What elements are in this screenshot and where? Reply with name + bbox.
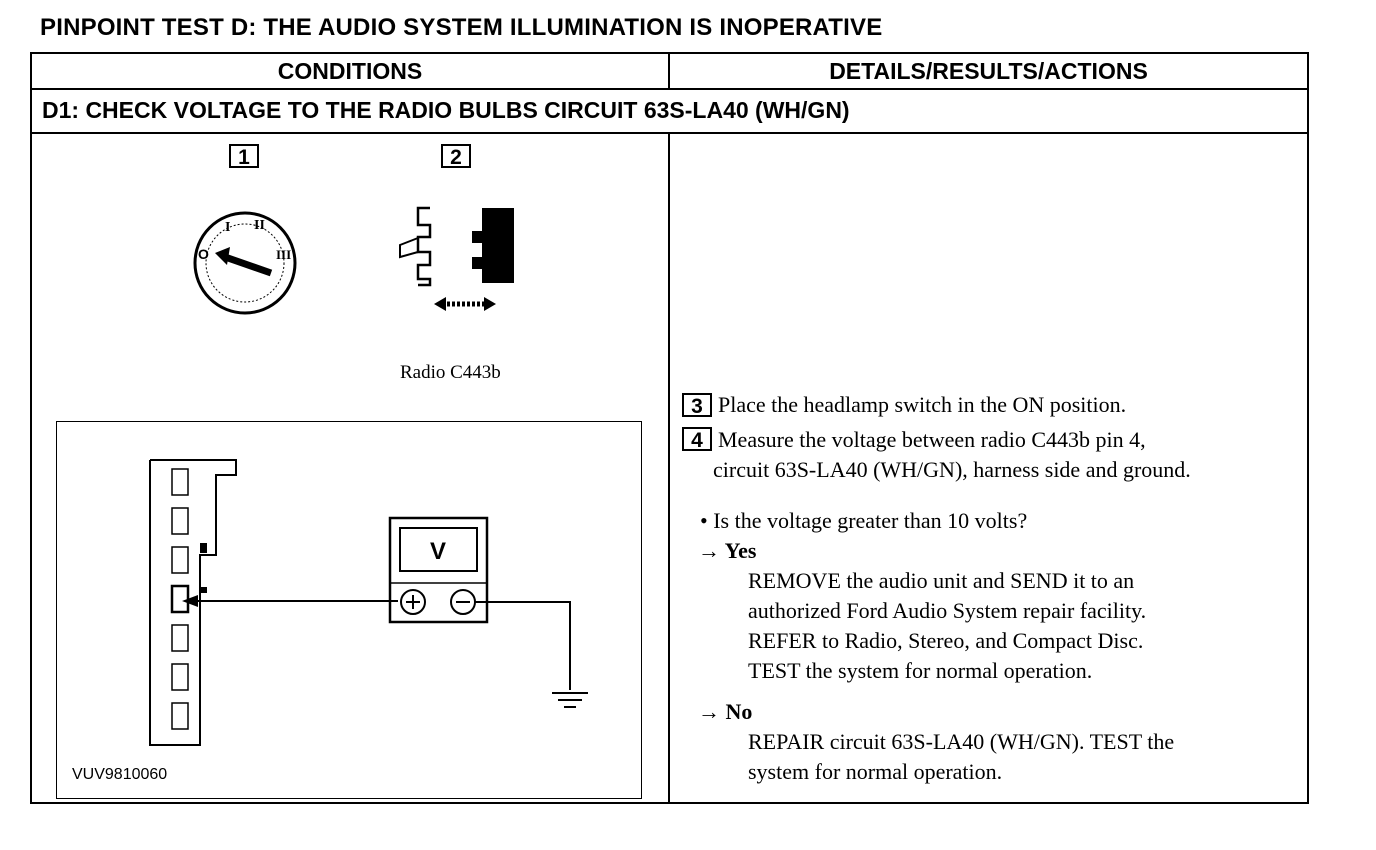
- terminal-cavity-3: [171, 546, 189, 574]
- connector-body: [149, 459, 237, 746]
- conditions-header: CONDITIONS: [277, 58, 423, 84]
- terminal-cavity-7: [171, 702, 189, 730]
- header-row-divider: [31, 88, 1308, 90]
- disconnect-arrow-right: [484, 297, 496, 311]
- switch-pos-off: O: [198, 246, 209, 262]
- connector-latch: [399, 237, 419, 259]
- terminal-cavity-2: [171, 507, 189, 535]
- headlamp-switch-illustration: O I II III: [193, 211, 297, 315]
- step-heading: D1: CHECK VOLTAGE TO THE RADIO BULBS CIR…: [42, 97, 850, 123]
- callout-2: 2: [441, 144, 471, 169]
- yes-line: authorized Ford Audio System repair faci…: [748, 598, 1147, 623]
- no-line: REPAIR circuit 63S-LA40 (WH/GN). TEST th…: [748, 729, 1175, 754]
- yes-line: REFER to Radio, Stereo, and Compact Disc…: [748, 628, 1144, 653]
- no-line: system for normal operation.: [748, 759, 1003, 784]
- no-label: → No: [698, 699, 753, 724]
- connector-tab-1: [200, 543, 207, 553]
- voltmeter-diagram-frame: [56, 421, 642, 799]
- connector-illustration: [399, 206, 514, 311]
- switch-pos-2: II: [254, 218, 265, 233]
- probe-lead-negative: [475, 601, 571, 690]
- harness-connector-half: [416, 206, 432, 287]
- switch-dial-outer: [193, 211, 297, 315]
- switch-pointer: [223, 253, 273, 277]
- callout-1: 1: [229, 144, 259, 169]
- component-connector-half: [472, 208, 514, 283]
- details-header: DETAILS/RESULTS/ACTIONS: [829, 58, 1148, 84]
- question-text: • Is the voltage greater than 10 volts?: [700, 508, 1028, 533]
- probe-tip: [182, 595, 198, 607]
- terminal-cavity-5: [171, 624, 189, 652]
- terminal-cavity-1: [171, 468, 189, 496]
- voltmeter-display: [399, 527, 478, 572]
- voltmeter-label: V: [430, 538, 446, 565]
- column-divider-lower: [668, 134, 670, 804]
- voltmeter-diagram: V: [149, 459, 588, 746]
- disconnect-arrow-left: [434, 297, 446, 311]
- switch-dial-inner: [205, 223, 285, 303]
- step-row-divider: [31, 132, 1308, 134]
- terminal-cavity-4: [170, 584, 190, 614]
- figure-code: VUV9810060: [72, 766, 168, 783]
- terminal-cavity-6: [171, 663, 189, 691]
- switch-pointer-tip: [215, 247, 230, 265]
- switch-pos-3: III: [276, 247, 291, 262]
- voltmeter-body: [388, 516, 489, 624]
- step-4-line-1: Measure the voltage between radio C443b …: [718, 427, 1146, 452]
- callout-3: 3: [682, 393, 712, 418]
- radio-connector-label: Radio C443b: [400, 362, 501, 383]
- yes-line: TEST the system for normal operation.: [748, 658, 1093, 683]
- yes-line: REMOVE the audio unit and SEND it to an: [748, 568, 1135, 593]
- page-title: PINPOINT TEST D: THE AUDIO SYSTEM ILLUMI…: [40, 14, 883, 41]
- connector-tab-2: [200, 587, 207, 593]
- column-divider: [668, 53, 670, 90]
- step-3-text: Place the headlamp switch in the ON posi…: [718, 392, 1127, 417]
- callout-4: 4: [682, 427, 712, 452]
- yes-label: → Yes: [698, 538, 757, 563]
- switch-pos-1: I: [225, 220, 230, 235]
- step-4-line-2: circuit 63S-LA40 (WH/GN), harness side a…: [713, 457, 1191, 482]
